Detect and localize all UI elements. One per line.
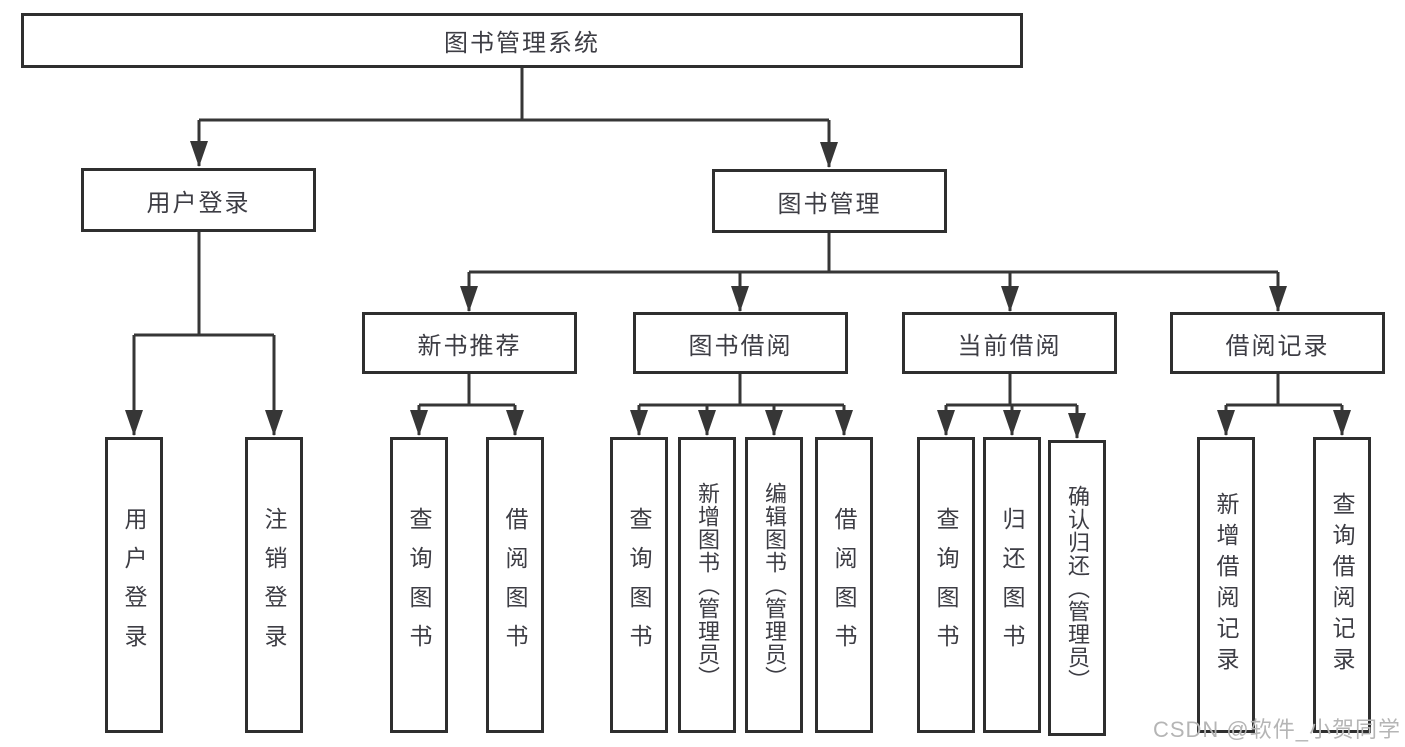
leaf-user-login: 用户登录 <box>105 437 163 733</box>
node-root-system: 图书管理系统 <box>21 13 1023 68</box>
leaf-query-borrow-record: 查询借阅记录 <box>1313 437 1371 733</box>
leaf-add-book-admin: 新增图书（管理员） <box>678 437 736 733</box>
leaf-query-books-borrowing: 查询图书 <box>610 437 668 733</box>
leaf-query-books-recommend: 查询图书 <box>390 437 448 733</box>
leaf-return-book: 归还图书 <box>983 437 1041 733</box>
leaf-borrow-books-recommend: 借阅图书 <box>486 437 544 733</box>
node-borrowing-records: 借阅记录 <box>1170 312 1385 374</box>
node-current-borrowing: 当前借阅 <box>902 312 1117 374</box>
leaf-borrow-books: 借阅图书 <box>815 437 873 733</box>
leaf-add-borrow-record: 新增借阅记录 <box>1197 437 1255 733</box>
leaf-logout: 注销登录 <box>245 437 303 733</box>
node-user-login: 用户登录 <box>81 168 316 232</box>
leaf-query-books-current: 查询图书 <box>917 437 975 733</box>
node-book-management: 图书管理 <box>712 169 947 233</box>
node-book-borrowing: 图书借阅 <box>633 312 848 374</box>
csdn-watermark: CSDN @软件_小贺同学 <box>1152 717 1401 742</box>
leaf-confirm-return-admin: 确认归还（管理员） <box>1048 440 1106 736</box>
leaf-edit-book-admin: 编辑图书（管理员） <box>745 437 803 733</box>
node-new-book-recommendation: 新书推荐 <box>362 312 577 374</box>
